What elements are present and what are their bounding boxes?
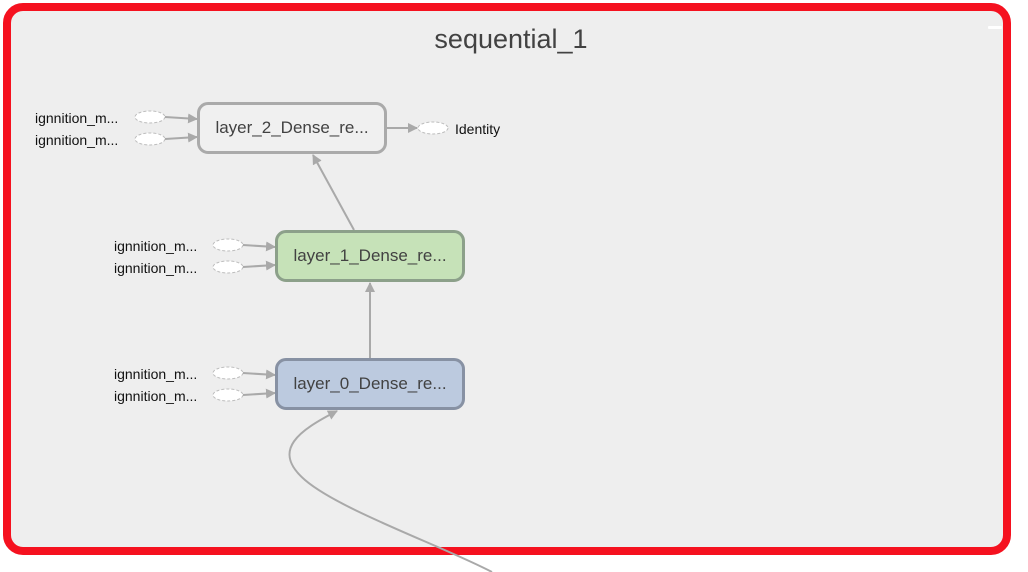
group-title: sequential_1 (434, 24, 588, 54)
input-label-layer2-a: ignnition_m... (35, 110, 119, 126)
node-layer-2[interactable]: layer_2_Dense_re... (197, 102, 387, 154)
output-label-identity: Identity (455, 121, 501, 137)
node-layer-0[interactable]: layer_0_Dense_re... (275, 358, 465, 410)
sequential-group-frame[interactable] (3, 3, 1011, 555)
input-label-layer0-b: ignnition_m... (114, 388, 198, 404)
input-label-layer2-b: ignnition_m... (35, 132, 119, 148)
input-label-layer1-a: ignnition_m... (114, 238, 198, 254)
expand-toggle-icon[interactable] (988, 26, 1002, 29)
node-layer-1[interactable]: layer_1_Dense_re... (275, 230, 465, 282)
input-label-layer1-b: ignnition_m... (114, 260, 198, 276)
input-label-layer0-a: ignnition_m... (114, 366, 198, 382)
